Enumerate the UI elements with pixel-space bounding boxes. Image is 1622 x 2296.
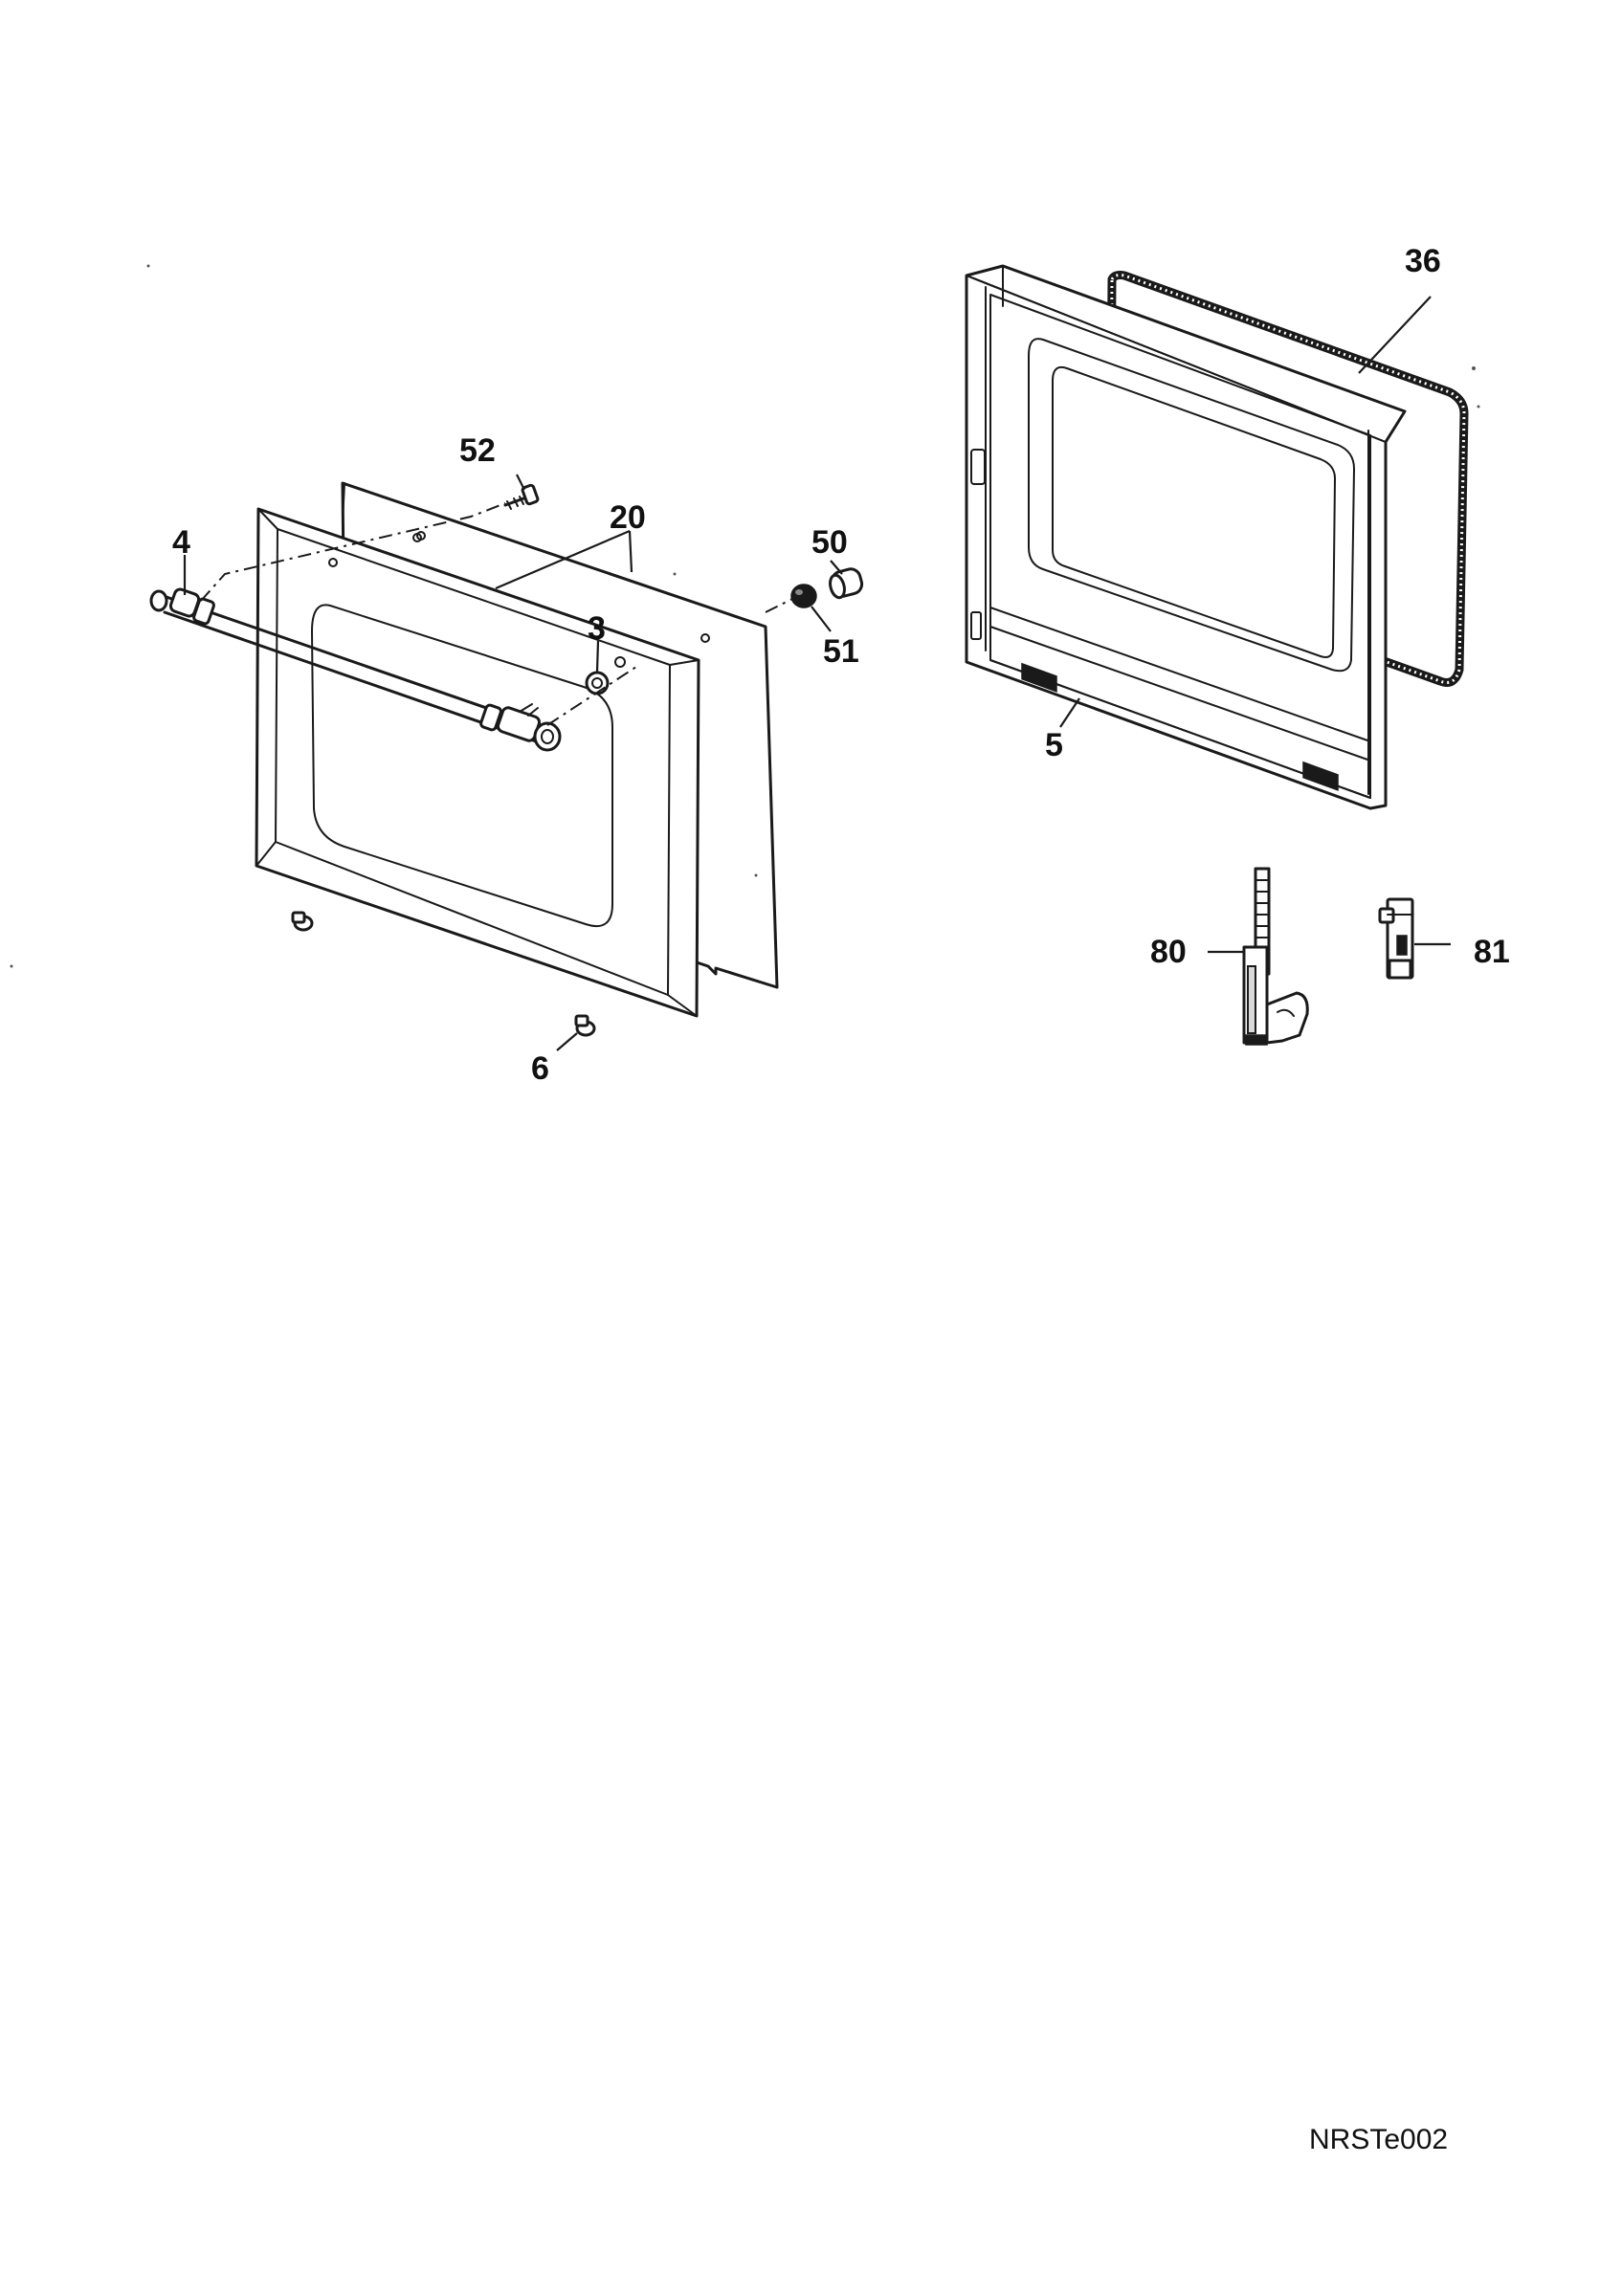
part-5-inner-door-frame [965, 264, 1407, 810]
leader-36 [1358, 296, 1432, 374]
leader-3 [595, 640, 600, 673]
callout-52: 52 [459, 432, 496, 469]
callout-36: 36 [1405, 243, 1441, 279]
leader-51 [811, 606, 832, 632]
callout-4: 4 [172, 524, 190, 561]
part-52-screw [503, 483, 540, 510]
callout-81: 81 [1474, 934, 1510, 970]
drawing-code: NRSTe002 [1309, 2124, 1448, 2155]
leader-20b [628, 530, 633, 573]
callout-labels: 4 52 20 3 50 51 6 36 5 80 81 [172, 243, 1510, 1087]
leader-lines [183, 296, 1451, 1051]
callout-80: 80 [1150, 934, 1187, 970]
leader-20a [495, 529, 631, 590]
outer-door-assembly [149, 481, 864, 1037]
outer-door-panel [255, 507, 700, 1018]
scan-specks [10, 264, 1480, 968]
part-6-door-screw [291, 911, 596, 1037]
part-50-end-cap [829, 567, 864, 600]
part-51-grommet [790, 584, 817, 608]
leader-5 [1059, 697, 1080, 728]
leader-52 [516, 474, 525, 491]
callout-50: 50 [811, 524, 848, 561]
leader-50 [830, 560, 843, 575]
callout-3: 3 [588, 610, 606, 647]
leader-6 [556, 1032, 578, 1051]
part-4-door-handle [149, 587, 562, 752]
callout-20: 20 [610, 499, 646, 536]
part-80-hinge [1242, 867, 1309, 1046]
callout-51: 51 [823, 633, 859, 670]
part-81-hinge-receiver [1378, 897, 1414, 980]
part-3-handle-spacer [585, 671, 610, 695]
callout-6: 6 [531, 1050, 549, 1087]
inner-door-assembly [965, 264, 1469, 1046]
callout-5: 5 [1045, 727, 1063, 763]
